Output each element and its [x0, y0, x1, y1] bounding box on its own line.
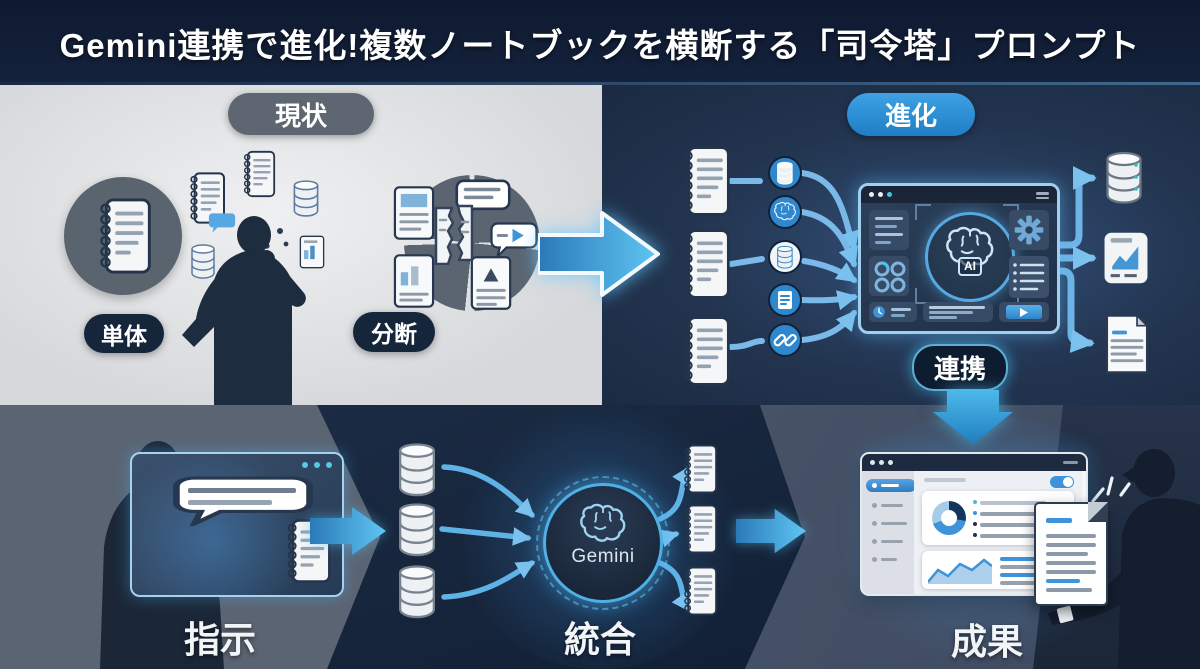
- fragment-arrow-doc-icon: [468, 255, 514, 311]
- result-notebook-icon: [680, 565, 718, 617]
- window-dot: [878, 192, 883, 197]
- torn-page-icon: [434, 204, 474, 265]
- brain-chip-icon: [768, 195, 802, 229]
- gear-icon: [1014, 215, 1044, 245]
- sidebar-item-active: [866, 479, 916, 492]
- menu-icon: [1063, 460, 1078, 465]
- gauges-panel: [869, 256, 909, 296]
- notebook-icon: [240, 149, 276, 199]
- fragment-chart-doc-icon: [392, 253, 436, 309]
- down-arrow-icon: [933, 390, 1013, 444]
- gemini-label: Gemini: [571, 546, 635, 567]
- database-icon: [290, 179, 322, 217]
- output-document-icon: [1105, 313, 1150, 374]
- page-fold: [1088, 502, 1108, 522]
- window-dot: [887, 192, 892, 197]
- speech-bubble-icon: [208, 213, 236, 233]
- link-chip-icon: [768, 323, 802, 357]
- standalone-label: 単体: [84, 314, 164, 353]
- area-chart: [928, 558, 992, 584]
- evolved-state-panel: 進化: [602, 85, 1200, 405]
- donut-chart-card: [922, 491, 1074, 545]
- result-notebook-icon: [680, 503, 718, 555]
- source-notebook-icon: [677, 315, 731, 387]
- window-titlebar: [861, 186, 1057, 203]
- ai-core-circle: AI: [925, 212, 1015, 302]
- fragment-bubble-icon: [455, 178, 511, 222]
- arrow-integration-to-result: [736, 508, 806, 554]
- dashboard-titlebar: [862, 454, 1086, 471]
- menu-icon: [1036, 190, 1049, 199]
- transition-arrow-icon: [538, 211, 660, 297]
- dashboard-main: [914, 471, 1082, 594]
- database-chip-light-icon: [768, 240, 802, 274]
- window-dots: [302, 462, 332, 468]
- run-panel: [999, 302, 1049, 322]
- current-state-panel: 現状 単体: [0, 85, 602, 405]
- chart-document-icon: [298, 235, 326, 269]
- collaboration-label: 連携: [912, 344, 1008, 391]
- result-document: [1034, 502, 1108, 606]
- toggle-switch: [1050, 476, 1074, 488]
- page-title: Gemini連携で進化!複数ノートブックを横断する「司令塔」プロンプト: [59, 26, 1141, 64]
- header-bar: Gemini連携で進化!複数ノートブックを横断する「司令塔」プロンプト: [0, 0, 1200, 85]
- ai-command-window: AI: [858, 183, 1060, 334]
- fragment-play-bubble-icon: [490, 221, 538, 259]
- text-panel: [869, 210, 909, 250]
- checklist-icon: [1013, 263, 1045, 291]
- clock-panel: [869, 302, 917, 322]
- fragmented-label: 分断: [353, 312, 435, 352]
- fragment-image-doc-icon: [392, 185, 436, 241]
- integration-connectors: [439, 464, 691, 613]
- clock-icon: [873, 306, 885, 318]
- source-notebook-icon: [677, 145, 731, 217]
- thinking-person-silhouette: [182, 216, 306, 405]
- source-notebook-icon: [677, 228, 731, 300]
- database-chip-icon: [768, 156, 802, 190]
- step-instruction-label: 指示: [183, 619, 256, 660]
- play-icon: [1020, 307, 1028, 317]
- current-state-badge: 現状: [228, 93, 374, 135]
- arrow-instruction-to-integration: [310, 507, 386, 555]
- emphasis-sparks-icon: [1091, 476, 1131, 503]
- ai-core-label: AI: [958, 257, 982, 276]
- standalone-circle: [64, 177, 182, 295]
- gemini-brain-icon: [577, 502, 629, 546]
- settings-panel: [1009, 210, 1049, 250]
- dashboard-sidebar: [862, 471, 916, 594]
- result-notebook-icon: [680, 443, 718, 495]
- donut-chart: [932, 501, 966, 535]
- gemini-core-circle: Gemini: [536, 476, 670, 610]
- output-chart-icon: [1104, 232, 1148, 284]
- notebook-icon: [93, 197, 153, 275]
- checklist-panel: [1009, 256, 1049, 298]
- document-chip-icon: [768, 283, 802, 317]
- evolved-badge: 進化: [847, 93, 975, 136]
- step-integration-label: 統合: [563, 619, 636, 660]
- play-button: [1006, 305, 1042, 319]
- status-text-panel: [923, 302, 993, 322]
- output-database-icon: [1101, 150, 1147, 204]
- step-result-label: 成果: [950, 621, 1023, 662]
- instruction-window: [130, 452, 344, 597]
- window-dot: [869, 192, 874, 197]
- flow-band: 指示 Gemini 統合: [0, 405, 1200, 669]
